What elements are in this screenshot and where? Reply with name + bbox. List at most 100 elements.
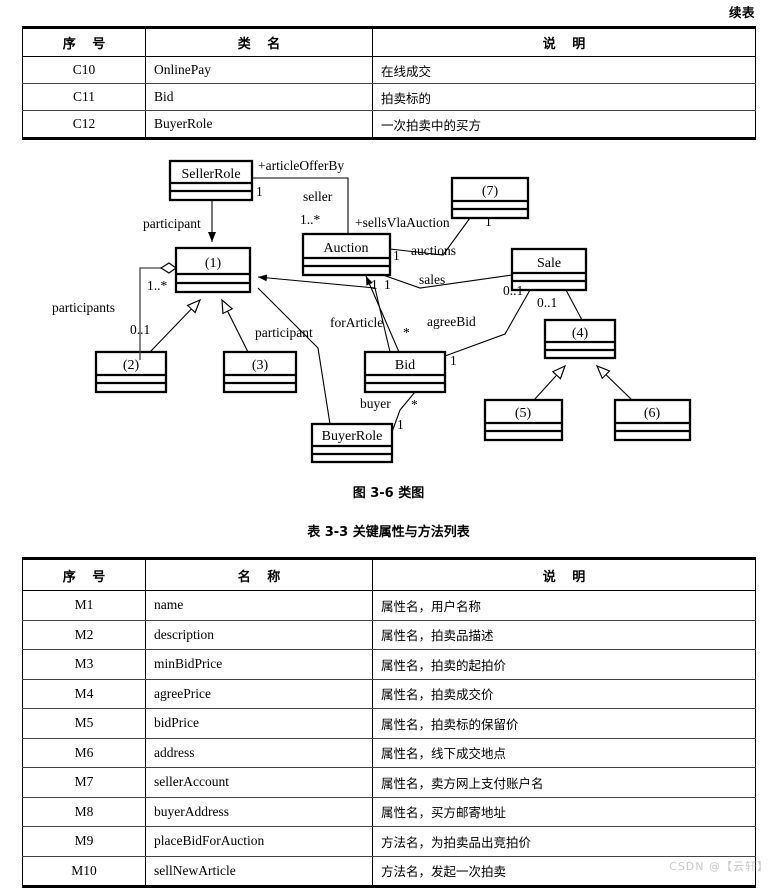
cell-name: agreePrice <box>145 678 373 709</box>
multiplicity-auction-bottom-one-b: 1 <box>384 277 391 292</box>
cell-id: C10 <box>22 56 146 84</box>
cell-name: bidPrice <box>145 708 373 739</box>
cell-id: M7 <box>22 767 146 798</box>
cell-id: C11 <box>22 83 146 111</box>
class-box-c7: (7) <box>450 176 530 220</box>
cell-desc: 拍卖标的 <box>372 83 756 111</box>
edge-label-sells-via-auction: +sellsVlaAuction <box>355 215 450 230</box>
column-header-name: 名 称 <box>145 557 373 591</box>
cell-name: sellNewArticle <box>145 855 373 888</box>
class-box-c4: (4) <box>543 318 617 360</box>
cell-desc: 属性名，拍卖标的保留价 <box>372 708 756 739</box>
edge-label-auctions: auctions <box>411 243 456 258</box>
class-box-c2: (2) <box>94 350 168 394</box>
uml-class-diagram: SellerRole (1) (2) (3) Auction (7) <box>0 148 777 478</box>
connector-bid-buyerrole <box>391 391 416 433</box>
cell-id: C12 <box>22 110 146 140</box>
multiplicity-buyerrole-one: 1 <box>397 417 404 432</box>
class-label-sale: Sale <box>537 256 561 271</box>
multiplicity-c7-one: 1 <box>485 214 492 229</box>
cell-id: M5 <box>22 708 146 739</box>
multiplicity-auction-bottom-one: 1 <box>371 277 378 292</box>
cell-desc: 属性名，线下成交地点 <box>372 737 756 768</box>
column-header-desc: 说 明 <box>372 26 756 57</box>
class-box-c1: (1) <box>174 246 252 294</box>
cell-desc: 属性名，拍卖品描述 <box>372 619 756 650</box>
class-label-c4: (4) <box>572 326 589 341</box>
class-label-c7: (7) <box>482 184 499 199</box>
cell-desc: 属性名，卖方网上支付账户名 <box>372 767 756 798</box>
class-box-sale: Sale <box>510 247 588 292</box>
connector-auction-c7 <box>389 217 471 256</box>
multiplicity-sale-left-zero-one: 0..1 <box>503 283 523 298</box>
cell-name: buyerAddress <box>145 796 373 827</box>
cell-desc: 属性名，买方邮寄地址 <box>372 796 756 827</box>
column-header-desc: 说 明 <box>372 557 756 591</box>
table-caption: 表 3-3 关键属性与方法列表 <box>307 525 470 540</box>
class-label-c3: (3) <box>252 358 269 373</box>
connector-sale-c4 <box>565 289 583 321</box>
edge-label-sales: sales <box>419 272 445 287</box>
cell-name: BuyerRole <box>145 110 373 140</box>
table-header-row: 序 号 名 称 说 明 <box>22 557 756 591</box>
class-box-bid: Bid <box>363 350 447 394</box>
multiplicity-bid-right-one: 1 <box>450 353 457 368</box>
cell-desc: 属性名，拍卖的起拍价 <box>372 649 756 680</box>
cell-name: Bid <box>145 83 373 111</box>
connector-bid-c1-forarticle <box>257 274 391 353</box>
edge-label-for-article: forArticle <box>330 315 383 330</box>
connector-bid-sale-agreebid <box>444 289 531 357</box>
edge-label-seller: seller <box>303 189 333 204</box>
multiplicity-auction-right-one: 1 <box>393 248 400 263</box>
connector-auction-sale <box>382 274 513 289</box>
connector-buyerrole-c1-participant <box>257 287 331 425</box>
multiplicity-bid-star-top: * <box>403 325 410 340</box>
column-header-id: 序 号 <box>22 557 146 591</box>
cell-id: M1 <box>22 590 146 621</box>
cell-desc: 一次拍卖中的买方 <box>372 110 756 140</box>
edge-label-participant-top: participant <box>143 216 201 231</box>
class-list-table: 序 号 类 名 说 明 C10 OnlinePay 在线成交 C11 Bid 拍… <box>22 26 756 140</box>
class-box-c6: (6) <box>613 398 692 442</box>
edge-label-article-offer-by: +articleOfferBy <box>258 158 344 173</box>
multiplicity-c1-zero-one: 0..1 <box>130 322 150 337</box>
class-label-sellerrole: SellerRole <box>181 167 240 182</box>
class-box-c3: (3) <box>222 350 298 394</box>
edge-label-buyer: buyer <box>360 396 391 411</box>
cell-desc: 属性名，用户名称 <box>372 590 756 621</box>
cell-id: M8 <box>22 796 146 827</box>
class-label-c2: (2) <box>123 358 140 373</box>
table-row: C10 OnlinePay 在线成交 <box>22 56 756 84</box>
cell-name: sellerAccount <box>145 767 373 798</box>
cell-name: description <box>145 619 373 650</box>
class-box-buyerrole: BuyerRole <box>310 422 394 464</box>
class-label-c6: (6) <box>644 406 661 421</box>
edge-label-participants: participants <box>52 300 115 315</box>
cell-desc: 属性名，拍卖成交价 <box>372 678 756 709</box>
class-label-c1: (1) <box>205 256 222 271</box>
column-header-id: 序 号 <box>22 26 146 57</box>
class-box-auction: Auction <box>301 232 392 277</box>
cell-name: name <box>145 590 373 621</box>
generalization-c6-c4 <box>597 366 633 401</box>
figure-caption: 图 3-6 类图 <box>352 486 425 501</box>
connector-bid-auction <box>365 275 400 353</box>
cell-id: M10 <box>22 855 146 888</box>
cell-id: M2 <box>22 619 146 650</box>
table-header-row: 序 号 类 名 说 明 <box>22 26 756 57</box>
class-label-bid: Bid <box>395 358 415 373</box>
generalization-c2-c1 <box>149 300 200 353</box>
connector-c1-participants-aggregation <box>139 262 178 360</box>
cell-desc: 方法名，为拍卖品出竞拍价 <box>372 826 756 857</box>
multiplicity-c1-many: 1..* <box>147 278 168 293</box>
generalization-c5-c4 <box>533 366 565 401</box>
cell-name: address <box>145 737 373 768</box>
